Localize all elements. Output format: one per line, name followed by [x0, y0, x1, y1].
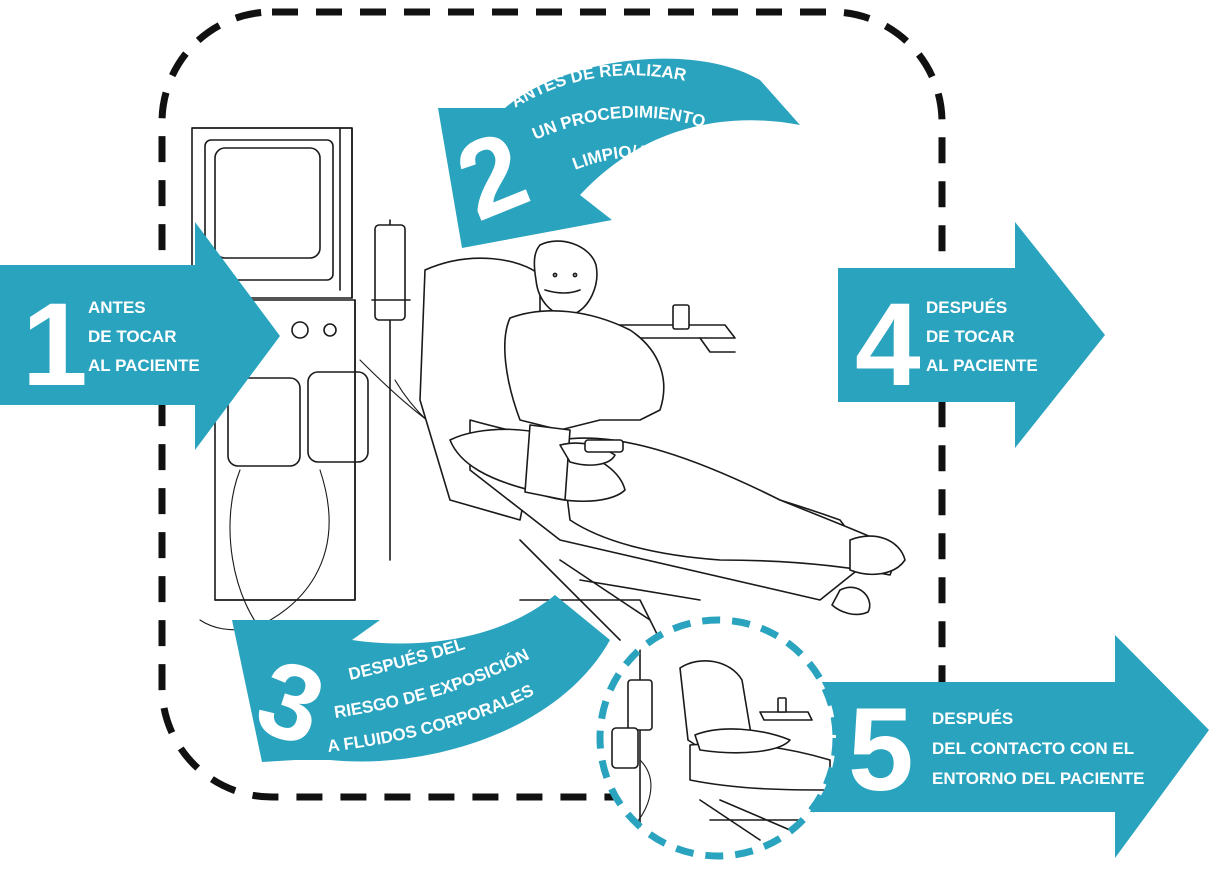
moment-2-arrow: 2 ANTES DE REALIZAR UN PROCEDIMIENTO LIM…	[438, 59, 800, 248]
moment-4-line-2: DE TOCAR	[926, 327, 1014, 346]
moment-1-number: 1	[22, 279, 88, 411]
moment-4-arrow: 4 DESPUÉS DE TOCAR AL PACIENTE	[838, 222, 1105, 448]
moment-4-number: 4	[855, 279, 921, 411]
moment-5-arrow: 5 DESPUÉS DEL CONTACTO CON EL ENTORNO DE…	[800, 635, 1209, 858]
moment-1-line-2: DE TOCAR	[88, 327, 176, 346]
patient-environment-circle	[600, 620, 836, 856]
moment-4-line-3: AL PACIENTE	[926, 356, 1038, 375]
moment-5-line-2: DEL CONTACTO CON EL	[932, 739, 1134, 758]
moment-5-line-3: ENTORNO DEL PACIENTE	[932, 769, 1145, 788]
moment-5-number: 5	[848, 684, 914, 816]
moment-4-line-1: DESPUÉS	[926, 298, 1007, 317]
moment-1-line-3: AL PACIENTE	[88, 356, 200, 375]
moment-1-line-1: ANTES	[88, 298, 146, 317]
moment-3-arrow: 3 DESPUÉS DEL RIESGO DE EXPOSICIÓN A FLU…	[232, 595, 610, 769]
moment-5-line-1: DESPUÉS	[932, 709, 1013, 728]
